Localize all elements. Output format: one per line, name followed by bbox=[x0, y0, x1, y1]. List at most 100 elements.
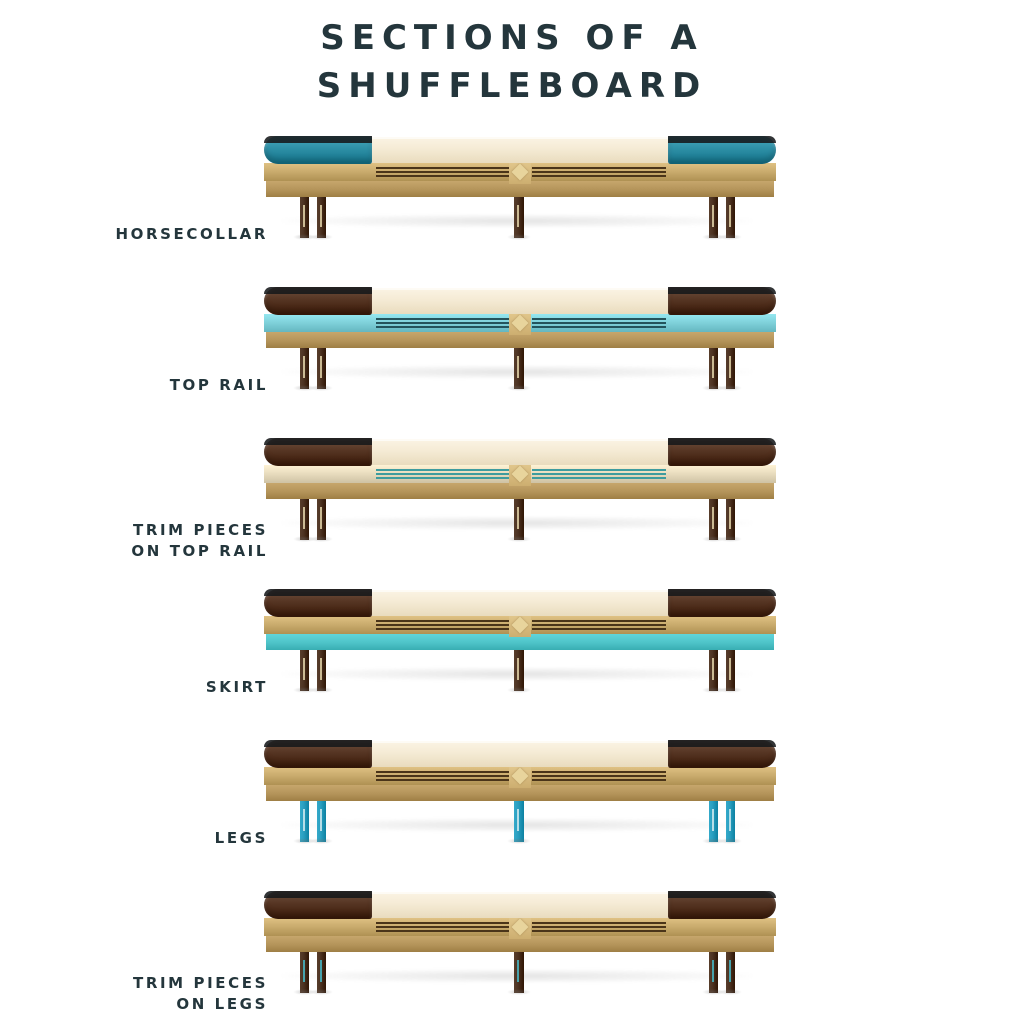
leg-shadow bbox=[293, 385, 316, 391]
leg-shadow bbox=[702, 234, 725, 240]
skirt bbox=[266, 332, 774, 348]
row-label-legs: Legs bbox=[8, 828, 268, 849]
leg-trim-inlay bbox=[712, 658, 714, 680]
leg-shadow bbox=[702, 838, 725, 844]
collar-cap-top bbox=[668, 287, 776, 294]
leg bbox=[514, 348, 524, 389]
rail-trim-stripes bbox=[376, 770, 510, 782]
leg-shadow bbox=[702, 687, 725, 693]
leg-shadow bbox=[719, 838, 742, 844]
rail-trim-stripes bbox=[532, 468, 666, 480]
leg bbox=[317, 801, 326, 842]
leg-shadow bbox=[702, 385, 725, 391]
horsecollar-end-cap bbox=[668, 740, 776, 768]
leg bbox=[514, 197, 524, 238]
leg bbox=[514, 952, 524, 993]
title-line-1-text: Sections of a bbox=[320, 18, 704, 58]
collar-cap-top bbox=[264, 438, 372, 445]
leg bbox=[514, 801, 524, 842]
leg-shadow bbox=[310, 536, 333, 542]
leg-trim-inlay bbox=[517, 507, 519, 529]
collar-cap-top bbox=[264, 136, 372, 143]
leg-trim-inlay bbox=[320, 960, 322, 982]
leg bbox=[726, 650, 735, 691]
leg bbox=[317, 197, 326, 238]
row-label-line: Skirt bbox=[205, 678, 268, 696]
collar-cap-top bbox=[264, 891, 372, 898]
collar-cap-top bbox=[264, 589, 372, 596]
playing-surface bbox=[372, 590, 668, 616]
title-line-2-text: Shuffleboard bbox=[316, 66, 708, 106]
leg-trim-inlay bbox=[517, 356, 519, 378]
leg-trim-inlay bbox=[517, 960, 519, 982]
row-label-skirt: Skirt bbox=[8, 677, 268, 698]
row-label-line: on Legs bbox=[176, 995, 268, 1013]
leg bbox=[300, 650, 309, 691]
rail-trim-stripes bbox=[376, 921, 510, 933]
leg bbox=[300, 801, 309, 842]
leg-shadow bbox=[719, 989, 742, 995]
leg bbox=[300, 348, 309, 389]
center-splice-diamond bbox=[509, 160, 531, 184]
playing-surface bbox=[372, 137, 668, 163]
diagram-row-top-rail: Top Rail bbox=[0, 269, 1024, 420]
rail-trim-stripes bbox=[532, 619, 666, 631]
leg-shadow bbox=[719, 385, 742, 391]
skirt bbox=[266, 483, 774, 499]
title-line-1: Sections of a bbox=[0, 14, 1024, 62]
leg-trim-inlay bbox=[517, 809, 519, 831]
leg-trim-inlay bbox=[320, 507, 322, 529]
leg-trim-inlay bbox=[729, 960, 731, 982]
leg bbox=[514, 499, 524, 540]
horsecollar-end-cap bbox=[264, 891, 372, 919]
leg bbox=[317, 348, 326, 389]
leg-shadow bbox=[507, 989, 531, 995]
rail-trim-stripes bbox=[532, 921, 666, 933]
rail-trim-stripes bbox=[376, 468, 510, 480]
horsecollar-end-cap bbox=[264, 136, 372, 164]
leg-shadow bbox=[293, 687, 316, 693]
leg bbox=[317, 650, 326, 691]
horsecollar-end-cap bbox=[264, 740, 372, 768]
rail-trim-stripes bbox=[532, 770, 666, 782]
row-label-top-rail: Top Rail bbox=[8, 375, 268, 396]
leg bbox=[514, 650, 524, 691]
leg bbox=[300, 952, 309, 993]
leg-shadow bbox=[310, 385, 333, 391]
collar-cap-top bbox=[668, 891, 776, 898]
horsecollar-end-cap bbox=[668, 438, 776, 466]
leg-shadow bbox=[310, 234, 333, 240]
leg-trim-inlay bbox=[729, 356, 731, 378]
horsecollar-end-cap bbox=[668, 287, 776, 315]
leg-shadow bbox=[293, 989, 316, 995]
leg-shadow bbox=[507, 234, 531, 240]
leg bbox=[317, 952, 326, 993]
center-splice-diamond bbox=[509, 764, 531, 788]
leg bbox=[726, 348, 735, 389]
row-label-line: Top Rail bbox=[169, 376, 268, 394]
leg bbox=[726, 499, 735, 540]
row-label-line: Trim Pieces bbox=[133, 521, 268, 539]
shuffleboard-table-top-rail bbox=[262, 269, 778, 420]
page-title: Sections of a Shuffleboard bbox=[0, 0, 1024, 110]
leg-trim-inlay bbox=[303, 205, 305, 227]
leg bbox=[709, 348, 718, 389]
row-label-trim-pieces-on-top-rail: Trim Pieceson Top Rail bbox=[8, 520, 268, 562]
center-splice-diamond bbox=[509, 915, 531, 939]
rail-trim-stripes bbox=[376, 619, 510, 631]
horsecollar-end-cap bbox=[264, 589, 372, 617]
leg-trim-inlay bbox=[320, 356, 322, 378]
horsecollar-end-cap bbox=[264, 438, 372, 466]
collar-cap-top bbox=[668, 136, 776, 143]
leg bbox=[317, 499, 326, 540]
center-splice-diamond bbox=[509, 462, 531, 486]
playing-surface bbox=[372, 439, 668, 465]
leg-shadow bbox=[507, 838, 531, 844]
leg bbox=[709, 801, 718, 842]
leg-shadow bbox=[719, 687, 742, 693]
skirt bbox=[266, 181, 774, 197]
rail-trim-stripes bbox=[532, 317, 666, 329]
collar-cap-top bbox=[668, 438, 776, 445]
horsecollar-end-cap bbox=[668, 589, 776, 617]
collar-cap-top bbox=[264, 287, 372, 294]
